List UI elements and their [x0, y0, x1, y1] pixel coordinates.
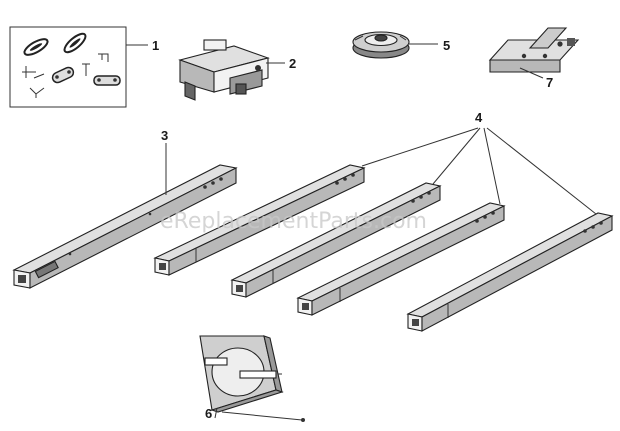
pulley[interactable]: [352, 31, 410, 59]
rail-section[interactable]: [406, 212, 614, 332]
leader-line-6: [214, 407, 218, 419]
rail-section[interactable]: [153, 164, 366, 276]
callout-7: 7: [546, 75, 553, 90]
leader-lines-4: [361, 127, 597, 215]
pulley-bracket[interactable]: [199, 335, 284, 413]
callout-4: 4: [475, 110, 483, 125]
pulley-bracket-bolt: [221, 411, 303, 421]
rail-section[interactable]: [230, 182, 442, 298]
hardware-bag[interactable]: [9, 26, 127, 108]
trolley[interactable]: [178, 39, 270, 101]
watermark-text: eReplacementParts.com: [160, 209, 427, 234]
callout-6: 6: [205, 406, 212, 421]
rail-section[interactable]: [296, 202, 506, 316]
callout-2: 2: [289, 56, 296, 71]
callout-3: 3: [161, 128, 168, 143]
front-rail[interactable]: [12, 164, 238, 289]
door-bracket[interactable]: [488, 27, 580, 73]
callout-5: 5: [443, 38, 450, 53]
bolt-tip-icon: [301, 418, 305, 422]
leader-line-7: [519, 67, 544, 79]
callout-1: 1: [152, 38, 159, 53]
